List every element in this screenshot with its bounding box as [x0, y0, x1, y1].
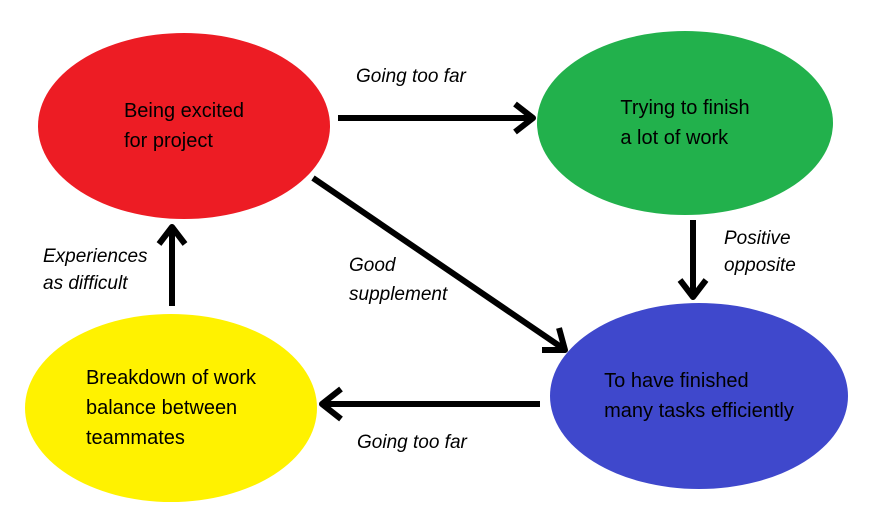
- arrowhead-diagonal-icon: [542, 327, 568, 353]
- edge-label-experiences-as-difficult: Experiences as difficult: [43, 246, 148, 294]
- node-trying-to-finish-label: Trying to finish a lot of work: [620, 97, 750, 149]
- arrowhead-down-icon: [677, 278, 709, 300]
- node-breakdown-label: Breakdown of work balance between teamma…: [85, 367, 257, 449]
- node-being-excited: Being excited for project: [38, 33, 330, 219]
- node-breakdown: Breakdown of work balance between teamma…: [25, 314, 317, 502]
- arrowhead-right-icon: [513, 101, 536, 135]
- arrow-breakdown-to-excited: [156, 224, 188, 306]
- edge-label-going-too-far-bottom: Going too far: [357, 432, 467, 453]
- arrowhead-up-icon: [156, 224, 188, 246]
- node-finished-tasks-label: To have finished many tasks efficiently: [604, 370, 794, 422]
- node-trying-to-finish: Trying to finish a lot of work: [537, 31, 833, 215]
- node-being-excited-label: Being excited for project: [123, 100, 245, 152]
- arrowhead-left-icon: [319, 386, 343, 422]
- arrow-excited-to-trying: [338, 101, 536, 135]
- arrow-finished-to-breakdown: [319, 386, 540, 422]
- edge-label-going-too-far-top: Going too far: [356, 66, 466, 87]
- arrow-trying-to-finished: [677, 220, 709, 300]
- edge-label-good-supplement: Good supplement: [349, 255, 448, 305]
- node-finished-tasks: To have finished many tasks efficiently: [550, 303, 848, 489]
- edge-label-positive-opposite: Positive opposite: [724, 228, 796, 276]
